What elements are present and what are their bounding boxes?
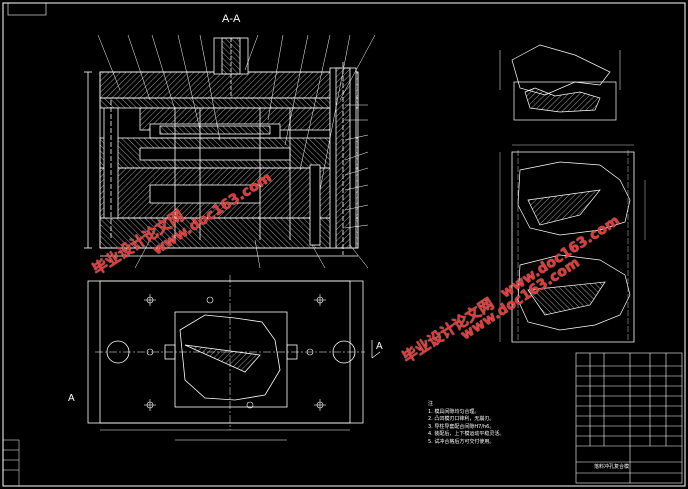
view-label-a: A — [376, 341, 383, 352]
part-label-a: A — [68, 393, 75, 404]
section-leaders — [97, 34, 376, 269]
title-block-grid — [575, 352, 683, 484]
notes-title: 注 — [428, 401, 434, 407]
sheet-corner-tab — [7, 2, 47, 16]
blank-layout-view — [499, 144, 646, 343]
view-arrow — [371, 340, 381, 359]
note-item: 3. 导柱导套配合间隙H7/h6。 — [428, 423, 495, 430]
detail-view-top — [499, 44, 621, 121]
note-item: 5. 试冲合格后方可交付使用。 — [428, 438, 495, 445]
technical-notes: 注 1. 模具间隙均匀合理。 2. 凸凹模刃口锋利，无崩刃。 3. 导柱导套配合… — [428, 401, 504, 447]
plan-view — [87, 275, 365, 441]
note-item: 2. 凸凹模刃口锋利，无崩刃。 — [428, 416, 495, 423]
title-block-name: 落料冲孔复合模 — [594, 464, 630, 470]
margin-strip — [2, 439, 20, 487]
section-view — [84, 37, 359, 257]
note-item: 4. 装配后，上下模运动平稳灵活。 — [428, 431, 505, 438]
section-title: A-A — [222, 13, 241, 25]
note-item: 1. 模具间隙均匀合理。 — [428, 408, 480, 415]
